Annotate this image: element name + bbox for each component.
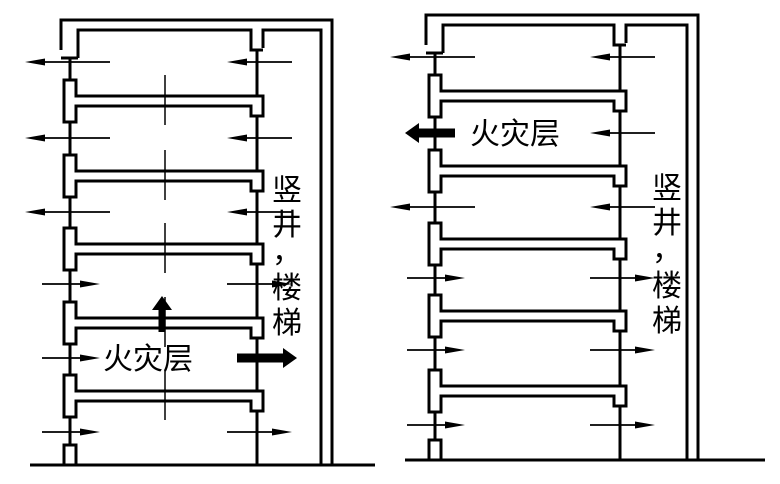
shaft-stair-label-char: ， xyxy=(272,235,302,270)
arrow-head xyxy=(445,346,465,354)
arrow-head xyxy=(25,58,45,66)
shaft-stair-label-char: 楼 xyxy=(652,269,682,304)
floor-slab xyxy=(62,373,265,419)
fire-floor-label: 火灾层 xyxy=(103,342,193,377)
arrow-head xyxy=(227,134,247,142)
shaft-inner-wall xyxy=(624,23,689,460)
roof-slab xyxy=(76,28,263,58)
arrow-head xyxy=(25,134,45,142)
shaft-stair-label-char: 楼 xyxy=(272,271,302,306)
bold-arrow-head xyxy=(405,123,419,143)
arrow-head xyxy=(227,58,247,66)
floor-slab xyxy=(62,226,265,272)
arrow-head xyxy=(635,274,655,282)
shaft-inner-wall xyxy=(261,28,323,465)
footing xyxy=(62,443,78,465)
floor-slab xyxy=(427,221,628,267)
floor-slab xyxy=(62,153,265,199)
shaft-stair-label-char: ， xyxy=(652,233,682,268)
shaft-outer-wall xyxy=(424,13,700,460)
fire-floor-label: 火灾层 xyxy=(470,117,560,152)
arrow-head xyxy=(227,208,247,216)
arrow-head xyxy=(80,280,100,288)
floor-slab xyxy=(427,73,628,119)
arrow-head xyxy=(25,208,45,216)
arrow-head xyxy=(445,274,465,282)
arrow-head xyxy=(445,421,465,429)
floor-slab xyxy=(62,78,265,124)
arrow-head xyxy=(272,280,292,288)
bold-arrow-head xyxy=(283,348,297,368)
arrow-head xyxy=(635,421,655,429)
bold-up-arrow-head xyxy=(152,296,172,310)
arrow-head xyxy=(590,129,610,137)
footing xyxy=(427,438,443,460)
floor-slab xyxy=(427,368,628,414)
arrow-head xyxy=(635,346,655,354)
shaft-outer-wall xyxy=(59,18,334,465)
arrow-head xyxy=(390,53,410,61)
arrow-head xyxy=(390,203,410,211)
building-fire-lower-floor: 火灾层 竖井，楼梯 xyxy=(25,18,375,467)
shaft-stair-label-char: 井 xyxy=(652,206,682,241)
shaft-stair-label-char: 竖 xyxy=(272,173,302,208)
roof-slab xyxy=(441,23,626,53)
shaft-stair-label-char: 梯 xyxy=(272,306,302,341)
arrow-head xyxy=(80,354,100,362)
shaft-stair-label-char: 梯 xyxy=(652,304,682,339)
arrow-head xyxy=(590,53,610,61)
arrow-head xyxy=(80,428,100,436)
shaft-stair-label-char: 竖 xyxy=(652,171,682,206)
arrow-head xyxy=(590,203,610,211)
floor-slab xyxy=(427,148,628,194)
shaft-stair-label-char: 井 xyxy=(272,208,302,243)
floor-slab xyxy=(427,293,628,339)
arrow-head xyxy=(272,428,292,436)
